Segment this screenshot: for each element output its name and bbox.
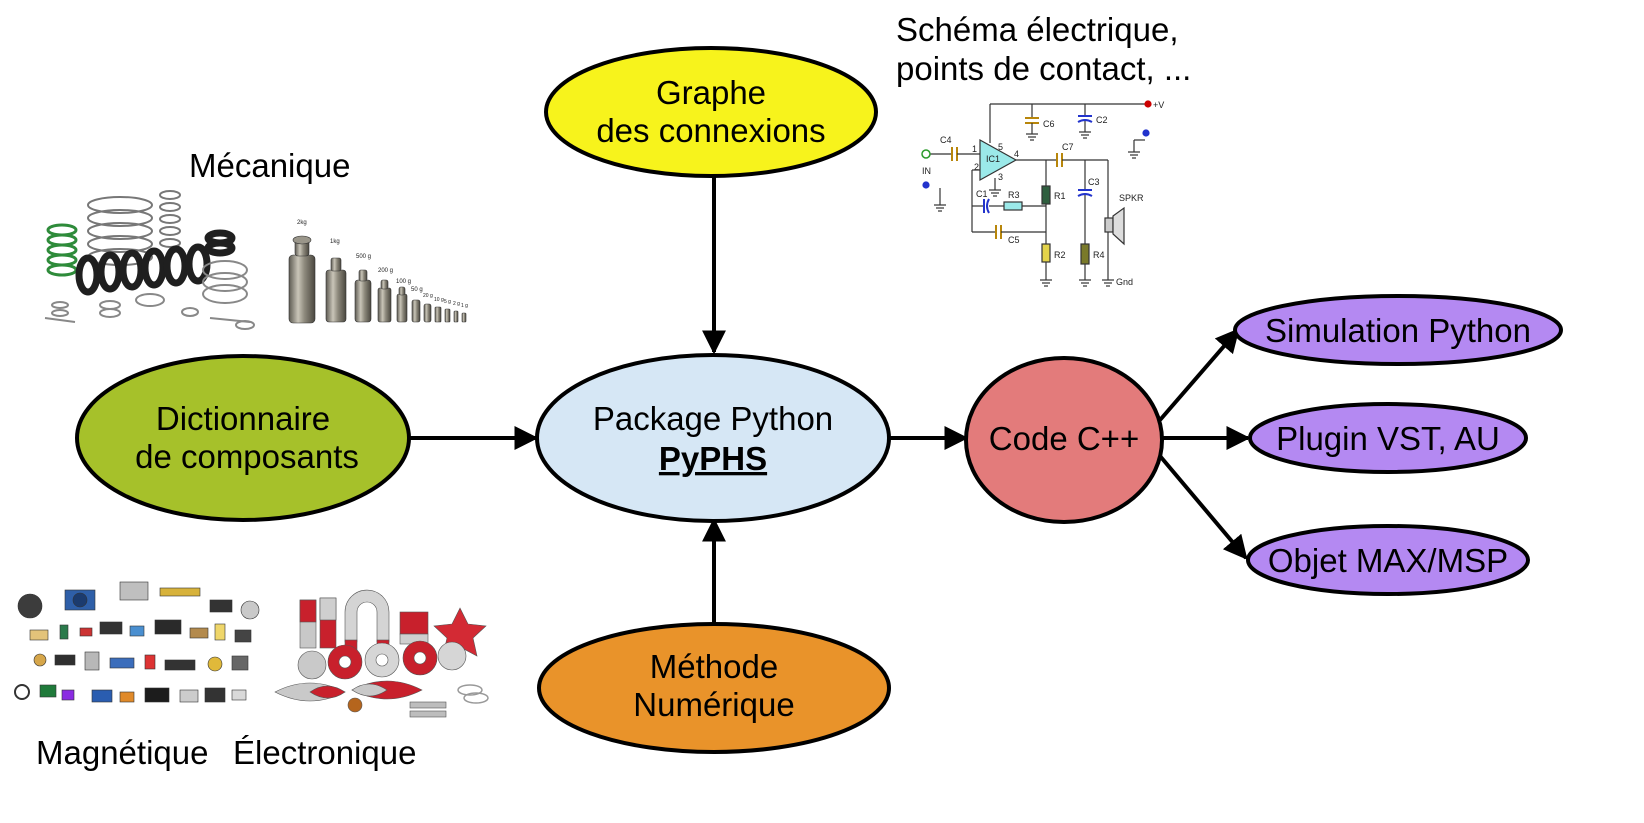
caption-electronics: Électronique <box>233 734 416 771</box>
label-spkr: SPKR <box>1119 193 1144 203</box>
weights-small <box>411 299 467 323</box>
label-c2: C2 <box>1096 115 1108 125</box>
label-c7: C7 <box>1062 142 1074 152</box>
caption-schematic-line2: points de contact, ... <box>896 50 1191 87</box>
node-code: Code C++ <box>964 356 1164 524</box>
label-vplus: +V <box>1153 100 1164 110</box>
schematic-image <box>921 100 1152 287</box>
node-plugin-shape <box>1248 402 1528 474</box>
weights-image <box>288 235 467 324</box>
label-c6: C6 <box>1043 119 1055 129</box>
label-pin1: 1 <box>972 144 977 154</box>
node-graph-line2: des connexions <box>596 112 825 149</box>
arrows <box>410 176 1251 640</box>
label-r2: R2 <box>1054 250 1066 260</box>
weight-200g <box>377 279 392 323</box>
node-maxmsp-shape <box>1246 524 1530 596</box>
black-spring <box>75 229 236 296</box>
weight-label: 500 g <box>356 254 371 260</box>
node-graph: Graphe des connexions <box>544 46 878 178</box>
label-r4: R4 <box>1093 250 1105 260</box>
node-dictionary-line1: Dictionnaire <box>156 400 330 437</box>
weight-label: 100 g <box>396 279 411 285</box>
weight-label: 10 g <box>434 297 444 303</box>
node-code-label: Code C++ <box>989 420 1139 457</box>
weight-label: 200 g <box>378 268 393 274</box>
weight-label: 1kg <box>330 239 340 245</box>
node-package-shape <box>535 353 891 523</box>
node-sim-label: Simulation Python <box>1265 312 1531 349</box>
node-sim-shape <box>1233 294 1563 366</box>
caption-schematic-line1: Schéma électrique, <box>896 11 1178 48</box>
label-gnd: Gnd <box>1116 277 1133 287</box>
node-dictionary: Dictionnaire de composants <box>75 354 411 522</box>
node-code-shape <box>964 356 1164 524</box>
weight-label: 2kg <box>297 220 307 226</box>
weight-label: 50 g <box>411 287 423 293</box>
weight-label: 1 g <box>461 303 468 309</box>
label-c1: C1 <box>976 189 988 199</box>
node-method: Méthode Numérique <box>537 622 891 754</box>
node-graph-shape <box>544 46 878 178</box>
label-r3: R3 <box>1008 190 1020 200</box>
green-spring <box>46 223 78 277</box>
magnets-image <box>274 589 489 718</box>
node-method-line2: Numérique <box>633 686 794 723</box>
label-ic1: IC1 <box>986 154 1000 164</box>
weights-labels: 2kg 1kg 500 g 200 g 100 g 50 g 20 g 10 g… <box>297 220 468 309</box>
node-maxmsp: Objet MAX/MSP <box>1246 524 1530 596</box>
node-sim: Simulation Python <box>1233 294 1563 366</box>
weight-1kg <box>325 257 347 323</box>
node-graph-line1: Graphe <box>656 74 766 111</box>
springs-image <box>44 190 255 330</box>
label-pin3: 3 <box>998 172 1003 182</box>
schematic-labels: C4 1 IC1 5 4 2 3 IN C6 C2 +V C7 C1 R3 R1… <box>922 100 1164 287</box>
node-package: Package Python PyPHS <box>535 353 891 523</box>
label-r1: R1 <box>1054 191 1066 201</box>
node-plugin: Plugin VST, AU <box>1248 402 1528 474</box>
weight-label: 2 g <box>453 301 460 307</box>
weight-100g <box>396 286 408 323</box>
label-c3: C3 <box>1088 177 1100 187</box>
label-pin2: 2 <box>974 162 979 172</box>
label-pin4: 4 <box>1014 149 1019 159</box>
weight-label: 20 g <box>423 293 433 299</box>
node-package-line1: Package Python <box>593 400 833 437</box>
weight-label: 5 g <box>444 299 451 305</box>
node-plugin-label: Plugin VST, AU <box>1276 420 1500 457</box>
node-method-shape <box>537 622 891 754</box>
label-pin5: 5 <box>998 142 1003 152</box>
small-springs <box>44 260 255 330</box>
arrow-code-to-maxmsp <box>1158 454 1248 560</box>
electronics-image <box>14 581 260 703</box>
weight-500g <box>354 269 372 323</box>
node-method-line1: Méthode <box>650 648 778 685</box>
weight-2kg <box>288 235 316 324</box>
label-c5: C5 <box>1008 235 1020 245</box>
node-maxmsp-label: Objet MAX/MSP <box>1268 542 1508 579</box>
node-dictionary-line2: de composants <box>135 438 359 475</box>
node-package-line2: PyPHS <box>659 440 767 477</box>
label-c4: C4 <box>940 135 952 145</box>
caption-magnetics: Magnétique <box>36 734 208 771</box>
label-in: IN <box>922 166 931 176</box>
arrow-code-to-sim <box>1158 328 1240 422</box>
caption-mechanics: Mécanique <box>189 147 350 184</box>
node-dictionary-shape <box>75 354 411 522</box>
